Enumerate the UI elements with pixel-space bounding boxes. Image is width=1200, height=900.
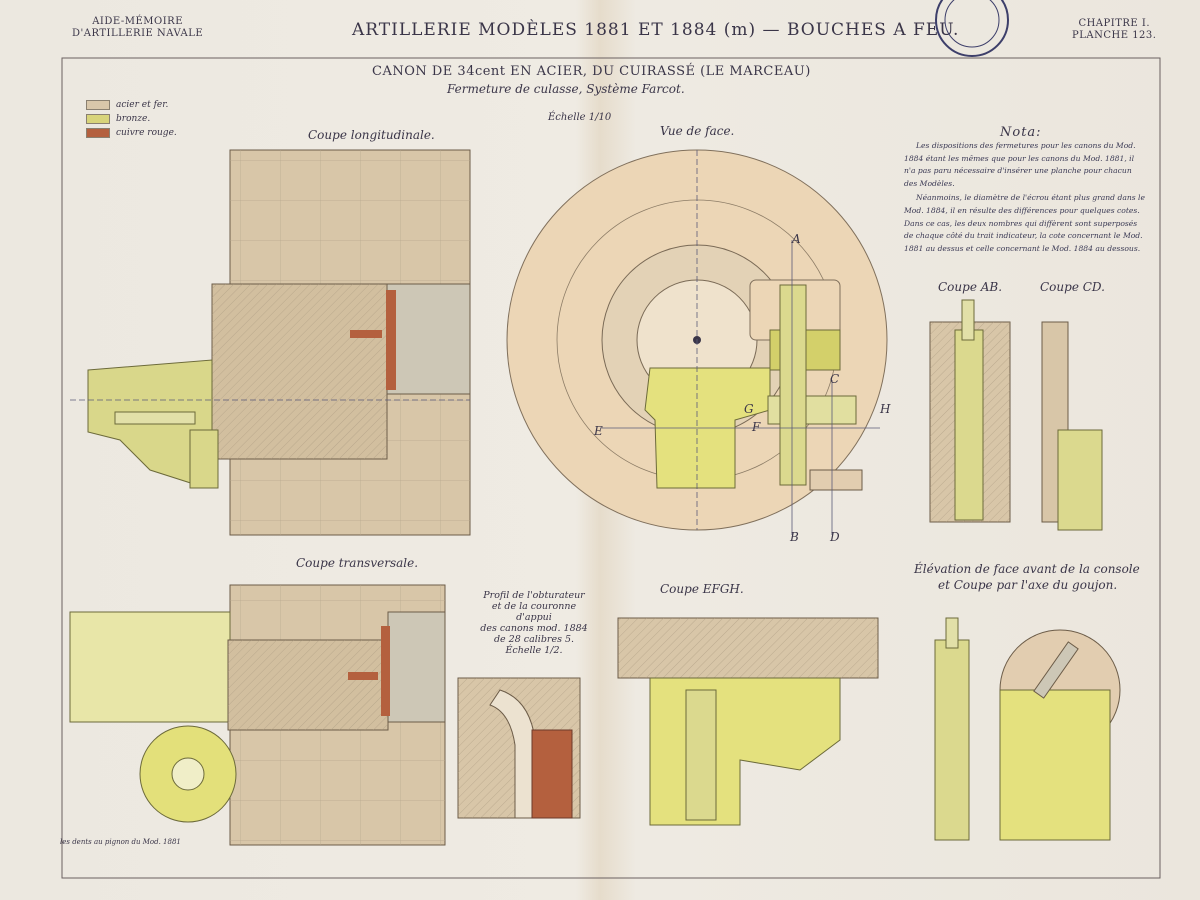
- section-cd: [1041, 321, 1103, 531]
- plate-frame: [61, 57, 1161, 879]
- front-view: [506, 149, 888, 535]
- legend-bronze-label: bronze.: [116, 114, 151, 124]
- legend-steel-label: acier et fer.: [116, 100, 169, 110]
- steel-swatch: [86, 100, 110, 110]
- transversal-section: [69, 584, 446, 846]
- section-efgh-label: Coupe EFGH.: [660, 582, 744, 596]
- point-d: D: [830, 530, 840, 544]
- face-view-label: Vue de face.: [660, 124, 735, 138]
- drawing-subtitle: CANON DE 34cent EN ACIER, DU CUIRASSÉ (L…: [372, 64, 811, 79]
- legend-steel: acier et fer.: [86, 100, 168, 110]
- transversal-label: Coupe transversale.: [296, 556, 419, 570]
- point-f: F: [752, 420, 761, 434]
- point-a: A: [792, 232, 801, 246]
- scale-label: Échelle 1/10: [548, 112, 612, 123]
- obturator-profile: [457, 677, 581, 819]
- section-efgh: [617, 617, 879, 826]
- nota-paragraph-1: Les dispositions des fermetures pour les…: [904, 141, 1136, 188]
- legend-copper-label: cuivre rouge.: [116, 128, 177, 138]
- header-left-line1: AIDE-MÉMOIRE: [92, 16, 183, 27]
- legend-bronze: bronze.: [86, 114, 150, 124]
- elevation-label-line2: et Coupe par l'axe du goujon.: [938, 578, 1118, 592]
- bronze-swatch: [86, 114, 110, 124]
- elevation-label-line1: Élévation de face avant de la console: [914, 562, 1140, 576]
- point-g: G: [744, 402, 754, 416]
- nota-title: Nota:: [1000, 125, 1042, 140]
- profile-line3: des canons mod. 1884: [480, 623, 588, 634]
- profile-caption: Profil de l'obturateur et de la couronne…: [474, 590, 594, 656]
- header-left-line2: D'ARTILLERIE NAVALE: [72, 28, 204, 39]
- profile-line2: et de la couronne d'appui: [491, 601, 577, 623]
- console-elevation: [934, 617, 1121, 841]
- legend-copper: cuivre rouge.: [86, 128, 177, 138]
- section-ab-label: Coupe AB.: [938, 280, 1003, 294]
- point-h: H: [880, 402, 891, 416]
- library-stamp-icon: [935, 0, 1009, 57]
- footnote: les dents au pignon du Mod. 1881: [60, 838, 181, 846]
- profile-line1: Profil de l'obturateur: [483, 590, 585, 601]
- profile-line4: de 28 calibres 5.: [493, 634, 575, 645]
- mechanism-title: Fermeture de culasse, Système Farcot.: [447, 82, 685, 96]
- nota-paragraph-2: Néanmoins, le diamètre de l'écrou étant …: [904, 193, 1145, 253]
- longitudinal-label: Coupe longitudinale.: [308, 128, 435, 142]
- main-title: ARTILLERIE MODÈLES 1881 ET 1884 (m) — BO…: [352, 20, 960, 40]
- point-e: E: [594, 424, 603, 438]
- header-left: AIDE-MÉMOIRE D'ARTILLERIE NAVALE: [72, 16, 203, 40]
- section-ab: [929, 299, 1011, 523]
- nota-text: Les dispositions des fermetures pour les…: [904, 140, 1146, 257]
- longitudinal-section: [70, 149, 471, 536]
- chapter-label: CHAPITRE I.: [1078, 18, 1151, 29]
- section-cd-label: Coupe CD.: [1040, 280, 1105, 294]
- point-c: C: [830, 372, 840, 386]
- copper-swatch: [86, 128, 110, 138]
- header-right: CHAPITRE I. PLANCHE 123.: [1072, 18, 1156, 42]
- point-b: B: [790, 530, 799, 544]
- profile-scale: Échelle 1/2.: [505, 645, 563, 656]
- plate-label: PLANCHE 123.: [1072, 30, 1157, 41]
